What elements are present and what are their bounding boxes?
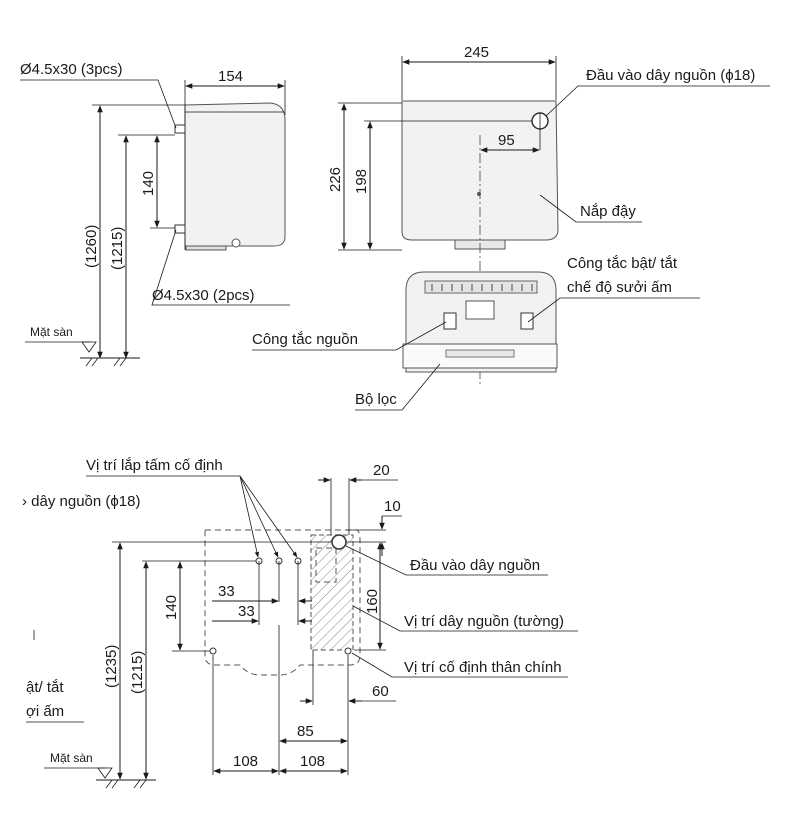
fix-hole-left	[209, 647, 217, 655]
side-view: 154 Ø4.5x30 (3pcs) Ø4.5x30 (2pcs) (1260)…	[20, 61, 290, 367]
dim-154: 154	[218, 68, 243, 85]
screw-top	[174, 124, 186, 134]
dim-140: 140	[140, 171, 157, 196]
front-body	[401, 100, 559, 241]
screw-bottom-label: Ø4.5x30 (2pcs)	[152, 287, 255, 304]
power-switch-leader	[252, 321, 447, 351]
floor-label: Mặt sàn	[30, 325, 73, 339]
filter-label: Bộ lọc	[355, 391, 397, 408]
mount-power-inlet	[331, 534, 347, 550]
dim-1260: (1260)	[83, 225, 100, 268]
dim-85: 85	[297, 723, 314, 740]
fix-point-leader	[351, 652, 568, 678]
mount-view: Vị trí lắp tấm cố định › dây nguồn (ϕ18)…	[22, 457, 578, 789]
mount-outline	[204, 529, 361, 676]
heater-switch-leader	[527, 297, 700, 323]
dim-10: 10	[384, 498, 401, 515]
mount-power-inlet-leader	[345, 545, 548, 576]
heater-switch	[520, 312, 534, 330]
dim-mount-1215: (1215)	[129, 651, 146, 694]
heater-switch-label-2: chế độ sưởi ấm	[567, 279, 672, 296]
mount-power-inlet-label: Đầu vào dây nguồn	[410, 557, 540, 574]
fix-hole-right	[344, 647, 352, 655]
dim-198: 198	[353, 169, 370, 194]
mount-floor-symbol	[97, 767, 113, 779]
side-body	[184, 102, 286, 247]
dim-33b: 33	[238, 603, 255, 620]
dim-20: 20	[373, 462, 390, 479]
front-view: 245 95 226 198 Đầu vào dây nguồn (ϕ18) N…	[252, 44, 770, 411]
screw-bottom-leader	[151, 229, 290, 306]
dim-95: 95	[498, 132, 515, 149]
screw-top-label: Ø4.5x30 (3pcs)	[20, 61, 123, 78]
partial-label-2: ợi ấm	[26, 703, 64, 720]
bottom-vent	[424, 280, 538, 294]
filter-leader	[355, 363, 441, 411]
heater-switch-label-1: Công tắc bật/ tắt	[567, 255, 678, 272]
dim-108b: 108	[300, 753, 325, 770]
wall-cable-zone	[310, 534, 354, 651]
screw-top-leader	[20, 79, 177, 129]
dim-160: 160	[364, 589, 381, 614]
dim-33a: 33	[218, 583, 235, 600]
screw-bottom	[174, 224, 186, 234]
dim-108a: 108	[233, 753, 258, 770]
bottom-center-box	[465, 300, 495, 320]
side-knob	[231, 238, 241, 248]
cable-inlet-zone	[315, 547, 337, 583]
plate-position-label: Vị trí lắp tấm cố định	[86, 457, 223, 474]
filter-handle	[445, 349, 515, 358]
partial-label-1: ật/ tắt	[26, 679, 64, 696]
wall-cable-label: Vị trí dây nguồn (tường)	[404, 613, 564, 630]
dim-245: 245	[464, 44, 489, 61]
vent-slots	[431, 284, 533, 291]
fix-point-label: Vị trí cố định thân chính	[404, 659, 562, 676]
mount-floor-label: Mặt sàn	[50, 751, 93, 765]
power-switch-label: Công tắc nguồn	[252, 331, 358, 348]
floor-symbol	[81, 341, 97, 353]
cover-leader	[539, 194, 642, 223]
power-switch	[443, 312, 457, 330]
side-bottom-tab	[185, 245, 227, 251]
dim-60: 60	[372, 683, 389, 700]
dim-1235: (1235)	[103, 645, 120, 688]
power-inlet-label: Đầu vào dây nguồn (ϕ18)	[586, 67, 755, 84]
cover-label: Nắp đậy	[580, 203, 636, 220]
dim-mount-140: 140	[163, 595, 180, 620]
power-inlet-partial: › dây nguồn (ϕ18)	[22, 493, 140, 510]
wall-cable-leader	[352, 605, 578, 632]
dim-226: 226	[327, 167, 344, 192]
dim-1215: (1215)	[109, 227, 126, 270]
power-inlet-leader	[545, 85, 770, 117]
